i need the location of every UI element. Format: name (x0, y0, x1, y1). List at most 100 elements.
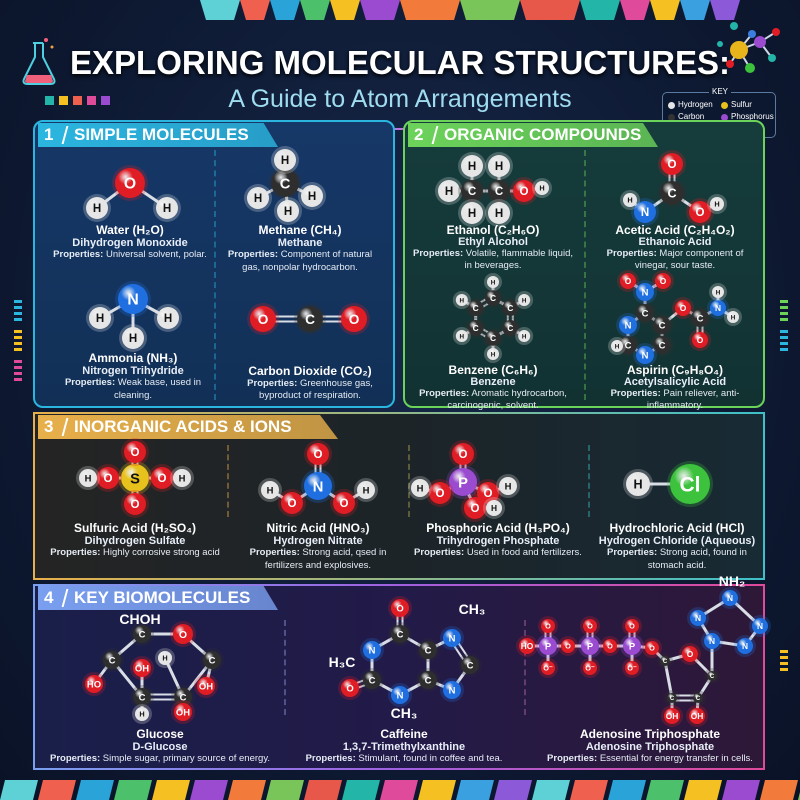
atom-oxygen: O (686, 198, 714, 226)
atom-nitrogen: N (440, 678, 464, 702)
properties-label: Properties: (53, 249, 104, 260)
bottom-stripe (38, 780, 76, 800)
atom-symbol: O (484, 488, 493, 500)
atom-symbol: H (468, 208, 476, 220)
atom-symbol: C (280, 176, 291, 192)
properties-label: Properties: (305, 753, 356, 764)
atom-symbol: O (340, 498, 349, 510)
atom-hydrogen: H (496, 474, 520, 498)
atom-carbon: C (458, 653, 482, 677)
side-decoration (14, 306, 22, 309)
side-decoration (780, 306, 788, 309)
atom-hydrogen: H (83, 194, 111, 222)
molecule-alt-name: Hydrogen Chloride (Aqueous) (598, 534, 756, 547)
atom-hydrogen: H (244, 184, 272, 212)
atom-symbol: O⁻ (543, 664, 553, 673)
group-label: H₃C (329, 654, 356, 670)
atom-hydrogen: H (483, 497, 505, 519)
key-item-sulfur: Sulfur (721, 100, 752, 110)
decorative-square (101, 96, 110, 105)
atom-symbol: N (757, 621, 763, 631)
bottom-stripe (114, 780, 152, 800)
atom-symbol: OH (666, 711, 679, 721)
atom-symbol: O (587, 622, 593, 631)
side-decoration (14, 312, 22, 315)
atom-hydrogen: H (724, 308, 742, 326)
atom-carbon: C (704, 668, 720, 684)
atom-symbol: N (449, 685, 456, 696)
properties-label: Properties: (610, 388, 661, 399)
atom-carbon: C (482, 327, 504, 349)
atom-carbon: C (360, 668, 384, 692)
bottom-stripe (494, 780, 532, 800)
key-swatch (668, 113, 675, 121)
atom-hydrogen: H (86, 304, 114, 332)
atom-symbol: O (629, 622, 635, 631)
atom-carbon: C (100, 648, 124, 672)
decorative-square (45, 96, 54, 105)
atom-oxygen: O (94, 464, 122, 492)
atom-symbol: C (642, 308, 649, 319)
bottom-stripe (304, 780, 342, 800)
atom-symbol: H (85, 473, 92, 484)
top-stripe (680, 0, 710, 20)
bottom-stripe (760, 780, 798, 800)
atom-carbon: C (499, 317, 522, 339)
properties-label: Properties: (247, 377, 298, 389)
atom-symbol: O (565, 642, 571, 651)
atom-symbol: O (346, 683, 353, 694)
atom-symbol: N (449, 633, 456, 644)
atom-carbon: C (464, 317, 487, 339)
atom-hydrogen: H (532, 178, 552, 198)
atom-symbol: O (258, 312, 269, 327)
atom-symbol: C (467, 660, 474, 671)
atom-symbol: H (96, 313, 104, 325)
divider (584, 150, 586, 400)
atom-oxygen: O (652, 270, 674, 292)
atom-hydrogen: H (452, 327, 471, 345)
atom-oxygen: O (338, 676, 362, 700)
properties-text: Stimulant, found in coffee and tea. (358, 753, 503, 764)
atom-oxygen: OH (661, 705, 683, 727)
molecule-alt-name: Dihydrogen Sulfate (84, 534, 186, 547)
properties-label: Properties: (249, 547, 300, 558)
atom-symbol: O⁻ (585, 664, 595, 673)
atom-nitrogen: N (631, 198, 659, 226)
bottom-stripe (608, 780, 646, 800)
bottom-stripe (76, 780, 114, 800)
atom-carbon: C (416, 638, 440, 662)
atom-symbol: C (697, 313, 704, 324)
atom-symbol: C (305, 312, 315, 327)
properties-label: Properties: (413, 248, 464, 259)
atom-oxygen: OH (171, 700, 195, 724)
atom-hydrogen: H (515, 291, 534, 309)
atom-symbol: H (363, 485, 370, 496)
molecule-alt-name: Dihydrogen Monoxide (72, 236, 188, 249)
atom-nitrogen: N (719, 587, 741, 609)
top-stripe (240, 0, 270, 20)
atom-oxygen: O (304, 440, 332, 468)
atom-carbon: C (690, 690, 706, 706)
atom-phosphorus: P (446, 465, 480, 499)
side-decoration (780, 662, 788, 665)
section-number: 2 (414, 125, 424, 144)
atom-symbol: C (667, 187, 676, 201)
atom-symbol: O (104, 473, 113, 485)
atom-symbol: O (124, 176, 136, 193)
atom-symbol: H (254, 193, 262, 205)
atom-symbol: N (709, 636, 715, 646)
atom-symbol: H (281, 155, 289, 167)
atom-symbol: C (209, 655, 216, 666)
atom-symbol: O⁻ (627, 664, 637, 673)
atom-symbol: H (417, 483, 424, 494)
bond (663, 660, 674, 699)
